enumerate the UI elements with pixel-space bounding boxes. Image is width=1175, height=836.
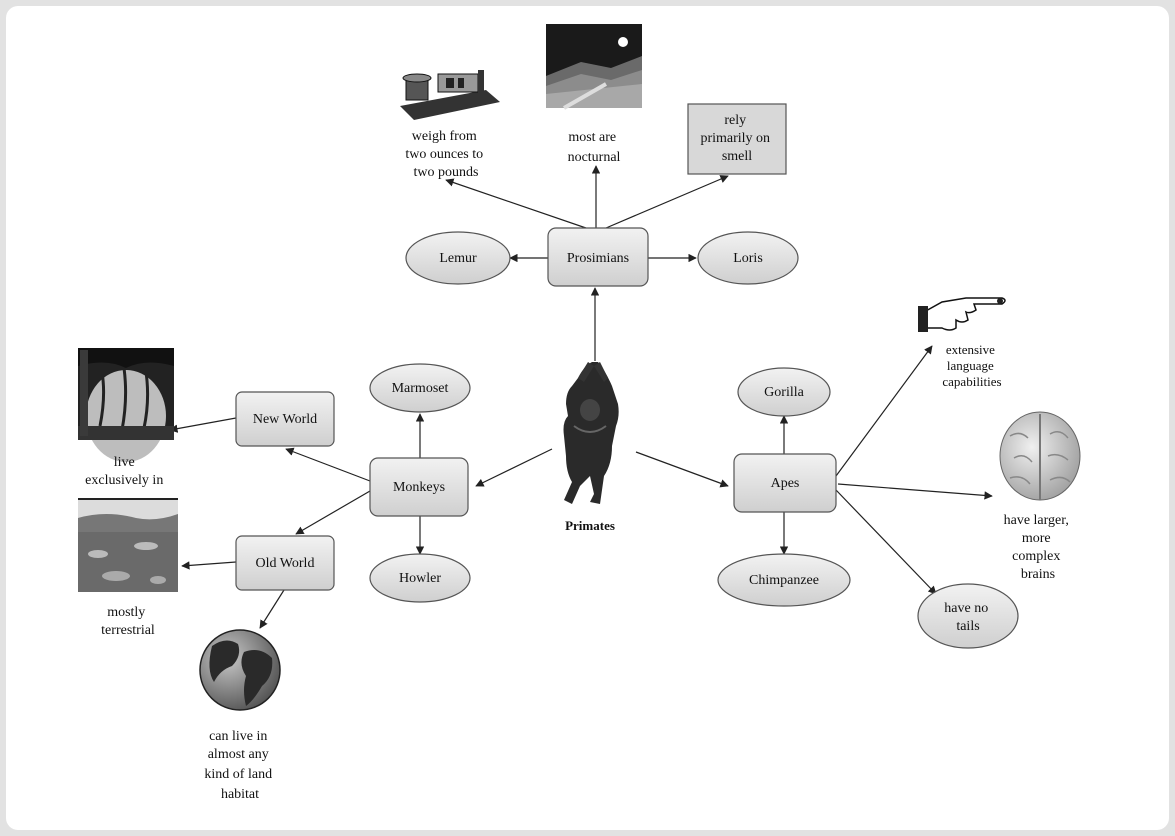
- lemur-label: Lemur: [439, 251, 477, 266]
- edge-newworld-trees: [169, 417, 237, 433]
- ape-figure-icon: [563, 362, 619, 504]
- land-habitat-text: can live in almost any kind of land habi…: [204, 729, 275, 802]
- prosimians-label: Prosimians: [567, 251, 629, 266]
- terrestrial-text: mostly terrestrial: [101, 605, 155, 638]
- gorilla-label: Gorilla: [764, 385, 804, 400]
- chimpanzee-label: Chimpanzee: [749, 573, 819, 588]
- scale-icon: [400, 70, 500, 120]
- edge-primates-apes: [635, 451, 729, 488]
- edge-monkeys-newworld: [285, 447, 371, 482]
- marmoset-label: Marmoset: [392, 381, 449, 396]
- node-smell[interactable]: rely primarily on smell: [687, 103, 787, 175]
- globe-icon: [199, 629, 281, 711]
- text-cover: [76, 492, 186, 498]
- edge-apes-language: [835, 345, 933, 477]
- new-world-label: New World: [253, 412, 317, 427]
- edge-prosimians-smell: [605, 175, 729, 229]
- edge-apes-tails: [835, 489, 937, 595]
- concept-map: Prosimians Lemur Loris weigh from two ou…: [76, 24, 1081, 802]
- apes-label: Apes: [771, 476, 800, 491]
- primates-label: Primates: [565, 518, 615, 533]
- node-loris[interactable]: Loris: [697, 231, 799, 285]
- edge-oldworld-habitat: [259, 589, 285, 629]
- edge-prosimians-weigh: [445, 178, 587, 229]
- svg-text:rely primarily on: rely primarily on smell: [700, 113, 773, 164]
- weigh-text: weigh from two ounces to two pounds: [405, 129, 486, 180]
- monkeys-label: Monkeys: [393, 480, 445, 495]
- loris-label: Loris: [733, 251, 763, 266]
- edge-primates-monkeys: [475, 448, 553, 487]
- node-apes[interactable]: Apes: [733, 453, 837, 513]
- node-chimpanzee[interactable]: Chimpanzee: [717, 553, 851, 607]
- pointing-hand-icon: [918, 297, 1006, 332]
- night-landscape-icon: [546, 24, 642, 110]
- node-old-world[interactable]: Old World: [235, 535, 335, 591]
- language-text: extensive language capabilities: [942, 342, 1001, 389]
- node-new-world[interactable]: New World: [235, 391, 335, 447]
- jungle-icon: [78, 348, 174, 462]
- node-prosimians[interactable]: Prosimians: [547, 227, 649, 287]
- savanna-icon: [78, 498, 178, 592]
- old-world-label: Old World: [256, 556, 315, 571]
- concept-map-canvas: Prosimians Lemur Loris weigh from two ou…: [6, 6, 1169, 830]
- svg-text:have no tails: have no tails: [944, 601, 991, 634]
- edge-oldworld-terrestrial: [181, 561, 237, 570]
- connectors: [169, 165, 993, 629]
- nocturnal-text: most are nocturnal: [568, 130, 621, 165]
- node-monkeys[interactable]: Monkeys: [369, 457, 469, 517]
- node-tails[interactable]: have no tails: [917, 583, 1019, 649]
- brain-icon: [999, 411, 1081, 501]
- howler-label: Howler: [399, 571, 441, 586]
- edge-apes-brains: [837, 483, 993, 500]
- brains-text: have larger, more complex brains: [1004, 513, 1073, 582]
- node-howler[interactable]: Howler: [369, 553, 471, 603]
- node-gorilla[interactable]: Gorilla: [737, 367, 831, 417]
- node-marmoset[interactable]: Marmoset: [369, 363, 471, 413]
- node-lemur[interactable]: Lemur: [405, 231, 511, 285]
- edge-monkeys-oldworld: [295, 490, 371, 535]
